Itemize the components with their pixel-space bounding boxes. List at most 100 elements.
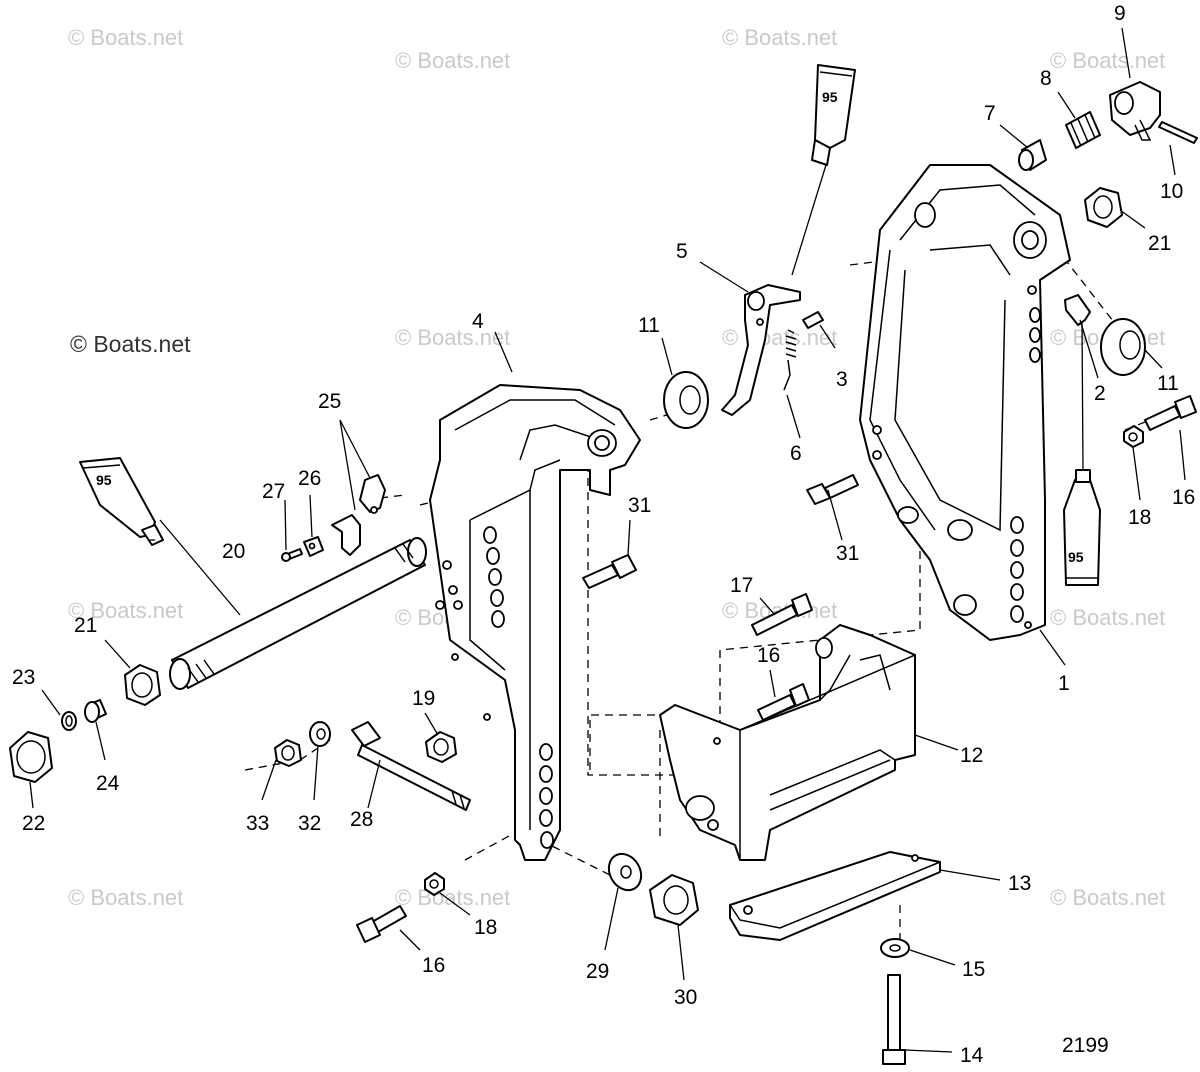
callout-10: 10 (1160, 180, 1183, 203)
set-screw-3 (802, 311, 824, 329)
callout-6: 6 (790, 442, 802, 465)
watermark: © Boats.net (722, 325, 837, 350)
sealant-tube-top: 95 (811, 64, 856, 166)
callout-33: 33 (246, 812, 269, 835)
watermark: © Boats.net (68, 885, 183, 910)
watermark: © Boats.net (1050, 885, 1165, 910)
bolt-14 (882, 974, 906, 1065)
callout-1: 1 (1058, 672, 1070, 695)
washer-32 (309, 721, 331, 747)
nut-18-right (1123, 425, 1144, 448)
bolt-16-right (1144, 395, 1197, 431)
tube-nut-right (1084, 187, 1123, 228)
callout-21: 21 (74, 614, 97, 637)
callout-31: 31 (628, 494, 651, 517)
clamp-bracket-left (429, 384, 641, 861)
callout-28: 28 (350, 808, 373, 831)
callout-25: 25 (318, 390, 341, 413)
callout-30: 30 (674, 986, 697, 1009)
bolt-31-right (806, 474, 859, 505)
pin-10 (1158, 121, 1198, 144)
callout-4: 4 (472, 310, 484, 333)
callout-16: 16 (757, 644, 780, 667)
watermark: © Boats.net (395, 885, 510, 910)
callout-15: 15 (962, 958, 985, 981)
callout-3: 3 (836, 368, 848, 391)
locknut-30 (649, 874, 699, 926)
leader-lines (29, 27, 1186, 1053)
lever-5 (721, 284, 801, 416)
callout-20: 20 (222, 540, 245, 563)
tube-label: 95 (822, 89, 838, 105)
nut-33 (274, 739, 302, 767)
watermark-layer: © Boats.net © Boats.net © Boats.net © Bo… (68, 25, 1165, 910)
callout-12: 12 (960, 744, 983, 767)
bolt-16-mid (757, 683, 810, 721)
plate-26 (303, 536, 324, 557)
washer-11-left (663, 371, 709, 429)
callout-24: 24 (96, 772, 120, 795)
washer-11-right (1100, 318, 1146, 376)
callout-22: 22 (22, 812, 45, 835)
watermark: © Boats.net (722, 25, 837, 50)
callout-29: 29 (586, 960, 609, 983)
callout-layer: 9 8 7 10 21 5 11 4 3 2 11 6 25 27 26 31 … (12, 2, 1195, 1067)
tube-label: 95 (1068, 549, 1084, 565)
bolt-31-left (582, 554, 637, 589)
swivel-bracket (659, 624, 916, 861)
callout-16: 16 (422, 954, 445, 977)
callout-23: 23 (12, 666, 35, 689)
washer-15 (880, 938, 910, 958)
callout-19: 19 (412, 687, 435, 710)
nut-18-bottom (424, 872, 445, 896)
callout-5: 5 (676, 240, 688, 263)
callout-11: 11 (638, 314, 660, 337)
bolt-16-bottom (356, 905, 407, 943)
watermark: © Boats.net (1050, 48, 1165, 73)
tube-nut-left (124, 664, 161, 706)
watermark: © Boats.net (68, 598, 183, 623)
callout-26: 26 (298, 467, 321, 490)
callout-32: 32 (298, 812, 321, 835)
callout-21: 21 (1148, 232, 1171, 255)
washer-29 (607, 852, 643, 892)
cable-clamp-25 (331, 474, 386, 556)
callout-31: 31 (836, 542, 859, 565)
watermark: © Boats.net (395, 325, 510, 350)
bushing-24 (84, 699, 107, 723)
callout-17: 17 (730, 574, 753, 597)
spring-8 (1065, 111, 1101, 149)
washer-23 (61, 711, 77, 731)
callout-11: 11 (1157, 372, 1179, 395)
pad-plate (729, 851, 941, 941)
grease-fitting-2 (1064, 294, 1091, 326)
callout-14: 14 (960, 1044, 984, 1067)
callout-7: 7 (984, 102, 996, 125)
clamp-bracket-right (859, 164, 1071, 641)
bolt-28 (351, 721, 471, 811)
watermark-main: © Boats.net (70, 331, 191, 357)
callout-18: 18 (1128, 506, 1151, 529)
watermark: © Boats.net (395, 48, 510, 73)
watermark: © Boats.net (68, 25, 183, 50)
callout-27: 27 (262, 480, 285, 503)
sealant-tube-left: 95 (79, 457, 164, 546)
callout-9: 9 (1114, 2, 1126, 25)
bolt-17 (751, 593, 813, 636)
callout-2: 2 (1094, 382, 1106, 405)
tilt-tube (169, 537, 427, 690)
spring-6 (783, 329, 797, 391)
locknut-22 (9, 731, 53, 783)
callout-16: 16 (1172, 486, 1195, 509)
tube-label: 95 (96, 472, 112, 488)
callout-18: 18 (474, 916, 497, 939)
watermark: © Boats.net (1050, 605, 1165, 630)
locknut-19 (425, 731, 457, 763)
sealant-tube-right: 95 (1063, 469, 1101, 586)
callout-13: 13 (1008, 872, 1031, 895)
diagram-number: 2199 (1062, 1034, 1109, 1057)
knob-9 (1109, 81, 1161, 141)
callout-8: 8 (1040, 67, 1052, 90)
